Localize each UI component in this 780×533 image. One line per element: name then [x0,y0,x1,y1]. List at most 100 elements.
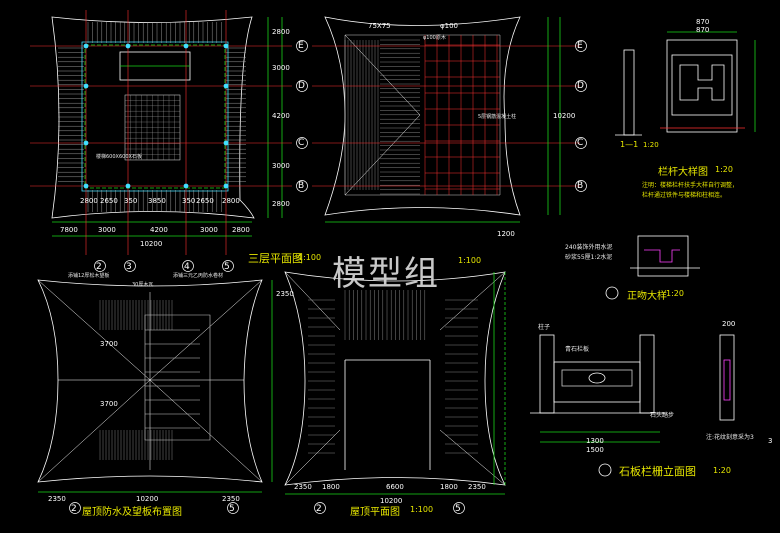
column-marker [223,43,229,49]
waterproof-note-c: 30厚木瓦 [132,282,154,288]
column-marker [83,43,89,49]
axis-bubble [124,260,136,272]
dim: 10200 [136,495,159,503]
third-floor-plan [30,10,292,255]
axis-label: 2 [96,262,102,272]
dim: 3000 [272,162,290,170]
waterproof-plan-title: 屋顶防水及望板布置图 [82,507,182,518]
axis-label: C [298,138,305,148]
axis-label: D [298,81,305,91]
waterproof-note-a: 添铺12厚松木望板 [68,273,110,279]
watermark-text: 模型组 [332,254,440,294]
dim: 2350 [48,495,66,503]
dim: 2650 [196,197,214,205]
axis-label: 5 [224,262,230,272]
dim: 870 [696,26,710,34]
dim: 4200 [150,226,168,234]
axis-bubble [94,260,106,272]
railing-note-2: 栏杆通过铁件与楼梯和柱相连。 [642,192,727,199]
dim: 10200 [553,112,576,120]
column-marker [223,183,229,189]
dim: 350 [182,197,196,205]
stone-rail-note-b: 柱子 [538,324,551,331]
structure-note-a: φ100原木 [423,35,446,41]
axis-bubble [296,137,308,149]
section-label: 1—1 [620,140,639,149]
dim: 2800 [272,28,290,36]
dim: 2650 [100,197,118,205]
axis-label: C [577,138,584,148]
dim: 2800 [80,197,98,205]
roof-waterproof-plan [37,279,273,493]
dim: 2350 [222,495,240,503]
dim-total: 10200 [140,240,163,248]
stone-rail-elevation [530,334,735,477]
stone-rail-note-c: 石头踏步 [650,412,675,419]
dim: 3 [768,437,773,445]
roof-plan-title: 屋顶平面图 [350,507,400,518]
axis-label: 2 [71,504,77,514]
roof-plan-scale: 1:100 [410,505,434,514]
railing-note-1: 注明：楼梯栏杆扶手大样自行调整， [642,182,739,189]
ridge-scale: 1:20 [666,289,684,298]
axis-bubble [453,502,465,514]
dim: 3850 [148,197,166,205]
axis-bubble [314,502,326,514]
column-marker [125,43,131,49]
ridge-detail [605,235,700,300]
column-marker [183,183,189,189]
stone-rail-note-d: 注:花纹刻意采为3 [706,434,754,441]
axis-bubble [227,502,239,514]
axis-label: 4 [184,262,190,272]
stone-rail-note-a: 青石栏板 [565,346,590,353]
plan3-scale: 1:100 [298,253,322,262]
axis-label: 2 [316,504,322,514]
dim: 4200 [272,112,290,120]
dim: 1200 [497,230,515,238]
dim: 3700 [100,400,118,408]
stone-rail-scale: 1:20 [713,466,731,475]
stone-rail-title: 石板栏栅立面图 [619,465,696,478]
axis-label: E [577,41,583,51]
column-marker [223,83,229,89]
column-marker [83,183,89,189]
axis-bubble [575,180,587,192]
ridge-note-1: 240装饰外用水泥 [565,244,613,251]
dim: 870 [696,18,710,26]
dim: 7800 [60,226,78,234]
railing-title: 栏杆大样图 [658,167,708,178]
axis-label: 5 [455,504,461,514]
column-marker [183,43,189,49]
column-marker [125,183,131,189]
plan3-note: 楼梯600X600X石板 [96,154,142,160]
axis-bubble [182,260,194,272]
dim: 350 [124,197,138,205]
waterproof-note-b: 添铺三元乙丙防水卷材 [173,273,224,279]
railing-detail [615,31,756,136]
roof-plan [284,271,506,495]
dim: 1800 [322,483,340,491]
dim: 1300 [586,437,604,445]
railing-scale: 1:20 [715,165,733,174]
dim: 2800 [222,197,240,205]
dim: 2350 [276,290,294,298]
dim: 75X75 [368,22,391,30]
dim: 200 [722,320,736,328]
dim: 3000 [200,226,218,234]
roof-structure-plan [312,16,580,223]
structure-note-b: 5层钢筋混凝土柱 [478,114,517,120]
axis-label: B [298,181,305,191]
dim: 1500 [586,446,604,454]
axis-label: E [298,41,304,51]
dim: 1800 [440,483,458,491]
dim: 6600 [386,483,404,491]
axis-bubble [69,502,81,514]
axis-bubble [222,260,234,272]
axis-bubble [575,40,587,52]
dim: 2350 [294,483,312,491]
dim: 3700 [100,340,118,348]
axis-bubble [575,137,587,149]
roof-structure-scale: 1:100 [458,256,482,265]
dim: 2800 [232,226,250,234]
